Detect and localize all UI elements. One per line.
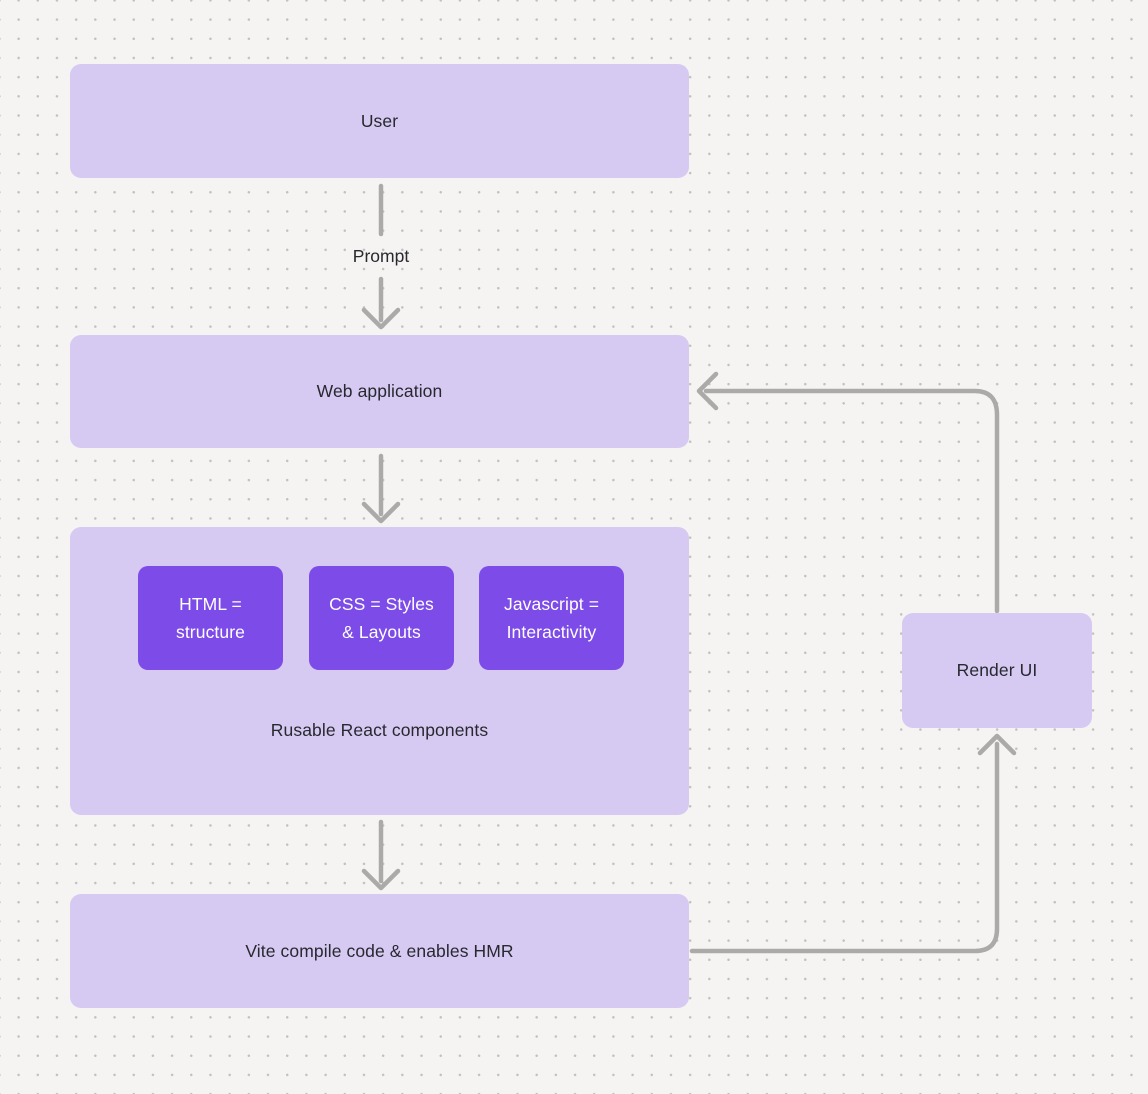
node-render-ui[interactable]: Render UI [902, 613, 1092, 728]
arrowhead-down-into-components [361, 501, 401, 524]
node-vite[interactable]: Vite compile code & enables HMR [70, 894, 689, 1008]
node-vite-label: Vite compile code & enables HMR [245, 940, 514, 961]
components-caption: Rusable React components [270, 720, 489, 740]
node-css-label-line1: CSS = Styles [329, 594, 434, 614]
node-user-label: User [360, 110, 399, 131]
node-css-label-line2: & Layouts [342, 622, 421, 642]
node-html-label-line2: structure [176, 622, 245, 642]
node-javascript[interactable]: Javascript = Interactivity [479, 566, 624, 670]
node-components-container[interactable]: HTML = structure CSS = Styles & Layouts … [70, 527, 689, 815]
node-javascript-label-line2: Interactivity [506, 622, 597, 642]
node-render-ui-label: Render UI [956, 660, 1038, 680]
node-web-application[interactable]: Web application [70, 335, 689, 448]
node-user[interactable]: User [70, 64, 689, 178]
edge-label-prompt: Prompt [352, 246, 410, 266]
arrowhead-left-into-web-application [696, 371, 719, 411]
node-html[interactable]: HTML = structure [138, 566, 283, 670]
edge-vite-to-render-ui [689, 741, 1000, 954]
node-css[interactable]: CSS = Styles & Layouts [309, 566, 454, 670]
arrowhead-down-into-vite [361, 868, 401, 891]
node-html-label-line1: HTML = [179, 594, 242, 614]
edge-render-ui-to-web [703, 388, 1000, 614]
node-web-application-label: Web application [316, 381, 443, 401]
node-javascript-label-line1: Javascript = [503, 594, 600, 614]
arrowhead-down-into-web-application [361, 307, 401, 330]
arrowhead-up-into-render-ui [977, 733, 1017, 756]
